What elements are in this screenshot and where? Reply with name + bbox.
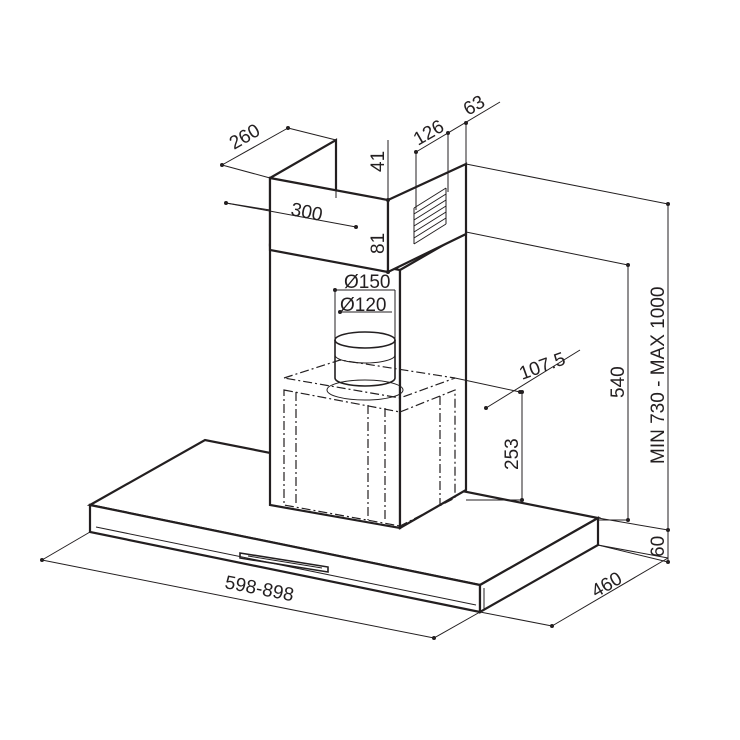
dim-63-label: 63 [460,92,489,121]
duct-bottom-arc [334,377,396,387]
dim-107-5-label: 107.5 [517,349,569,385]
dim-duct-diameters: Ø150 Ø120 [333,272,396,340]
dim-81-label: 81 [368,233,389,254]
dim-41-81: 41 81 [368,140,390,274]
dim-598-898-label: 598-898 [223,572,295,606]
dim-260-label: 260 [226,120,264,154]
dim-598-898: 598-898 [40,531,481,640]
dim-60: 60 [597,517,670,564]
control-strip-inner [247,555,323,569]
dim-126-label: 126 [410,116,448,150]
dim-107-5: 107.5 [454,349,581,410]
dim-460-label: 460 [588,568,626,602]
control-strip [239,552,329,573]
duct-flange [326,379,404,401]
vent-grille [413,187,447,245]
dim-540-label: 540 [608,366,629,398]
dim-41-label: 41 [368,151,389,172]
dim-total-height-label: MIN 730 - MAX 1000 [648,287,669,464]
upper-chimney [268,138,468,274]
motor-box-hidden [283,359,456,527]
motor-side-hidden [399,389,456,527]
dim-60-label: 60 [648,536,669,557]
dim-253: 253 [466,390,524,502]
dim-540: 540 [465,231,630,522]
dim-120-label: Ø120 [340,295,386,316]
dim-total-height: MIN 730 - MAX 1000 [465,163,670,562]
dim-253-label: 253 [502,438,523,470]
lower-chimney-side [398,230,468,530]
dim-150-label: Ø150 [344,272,390,293]
